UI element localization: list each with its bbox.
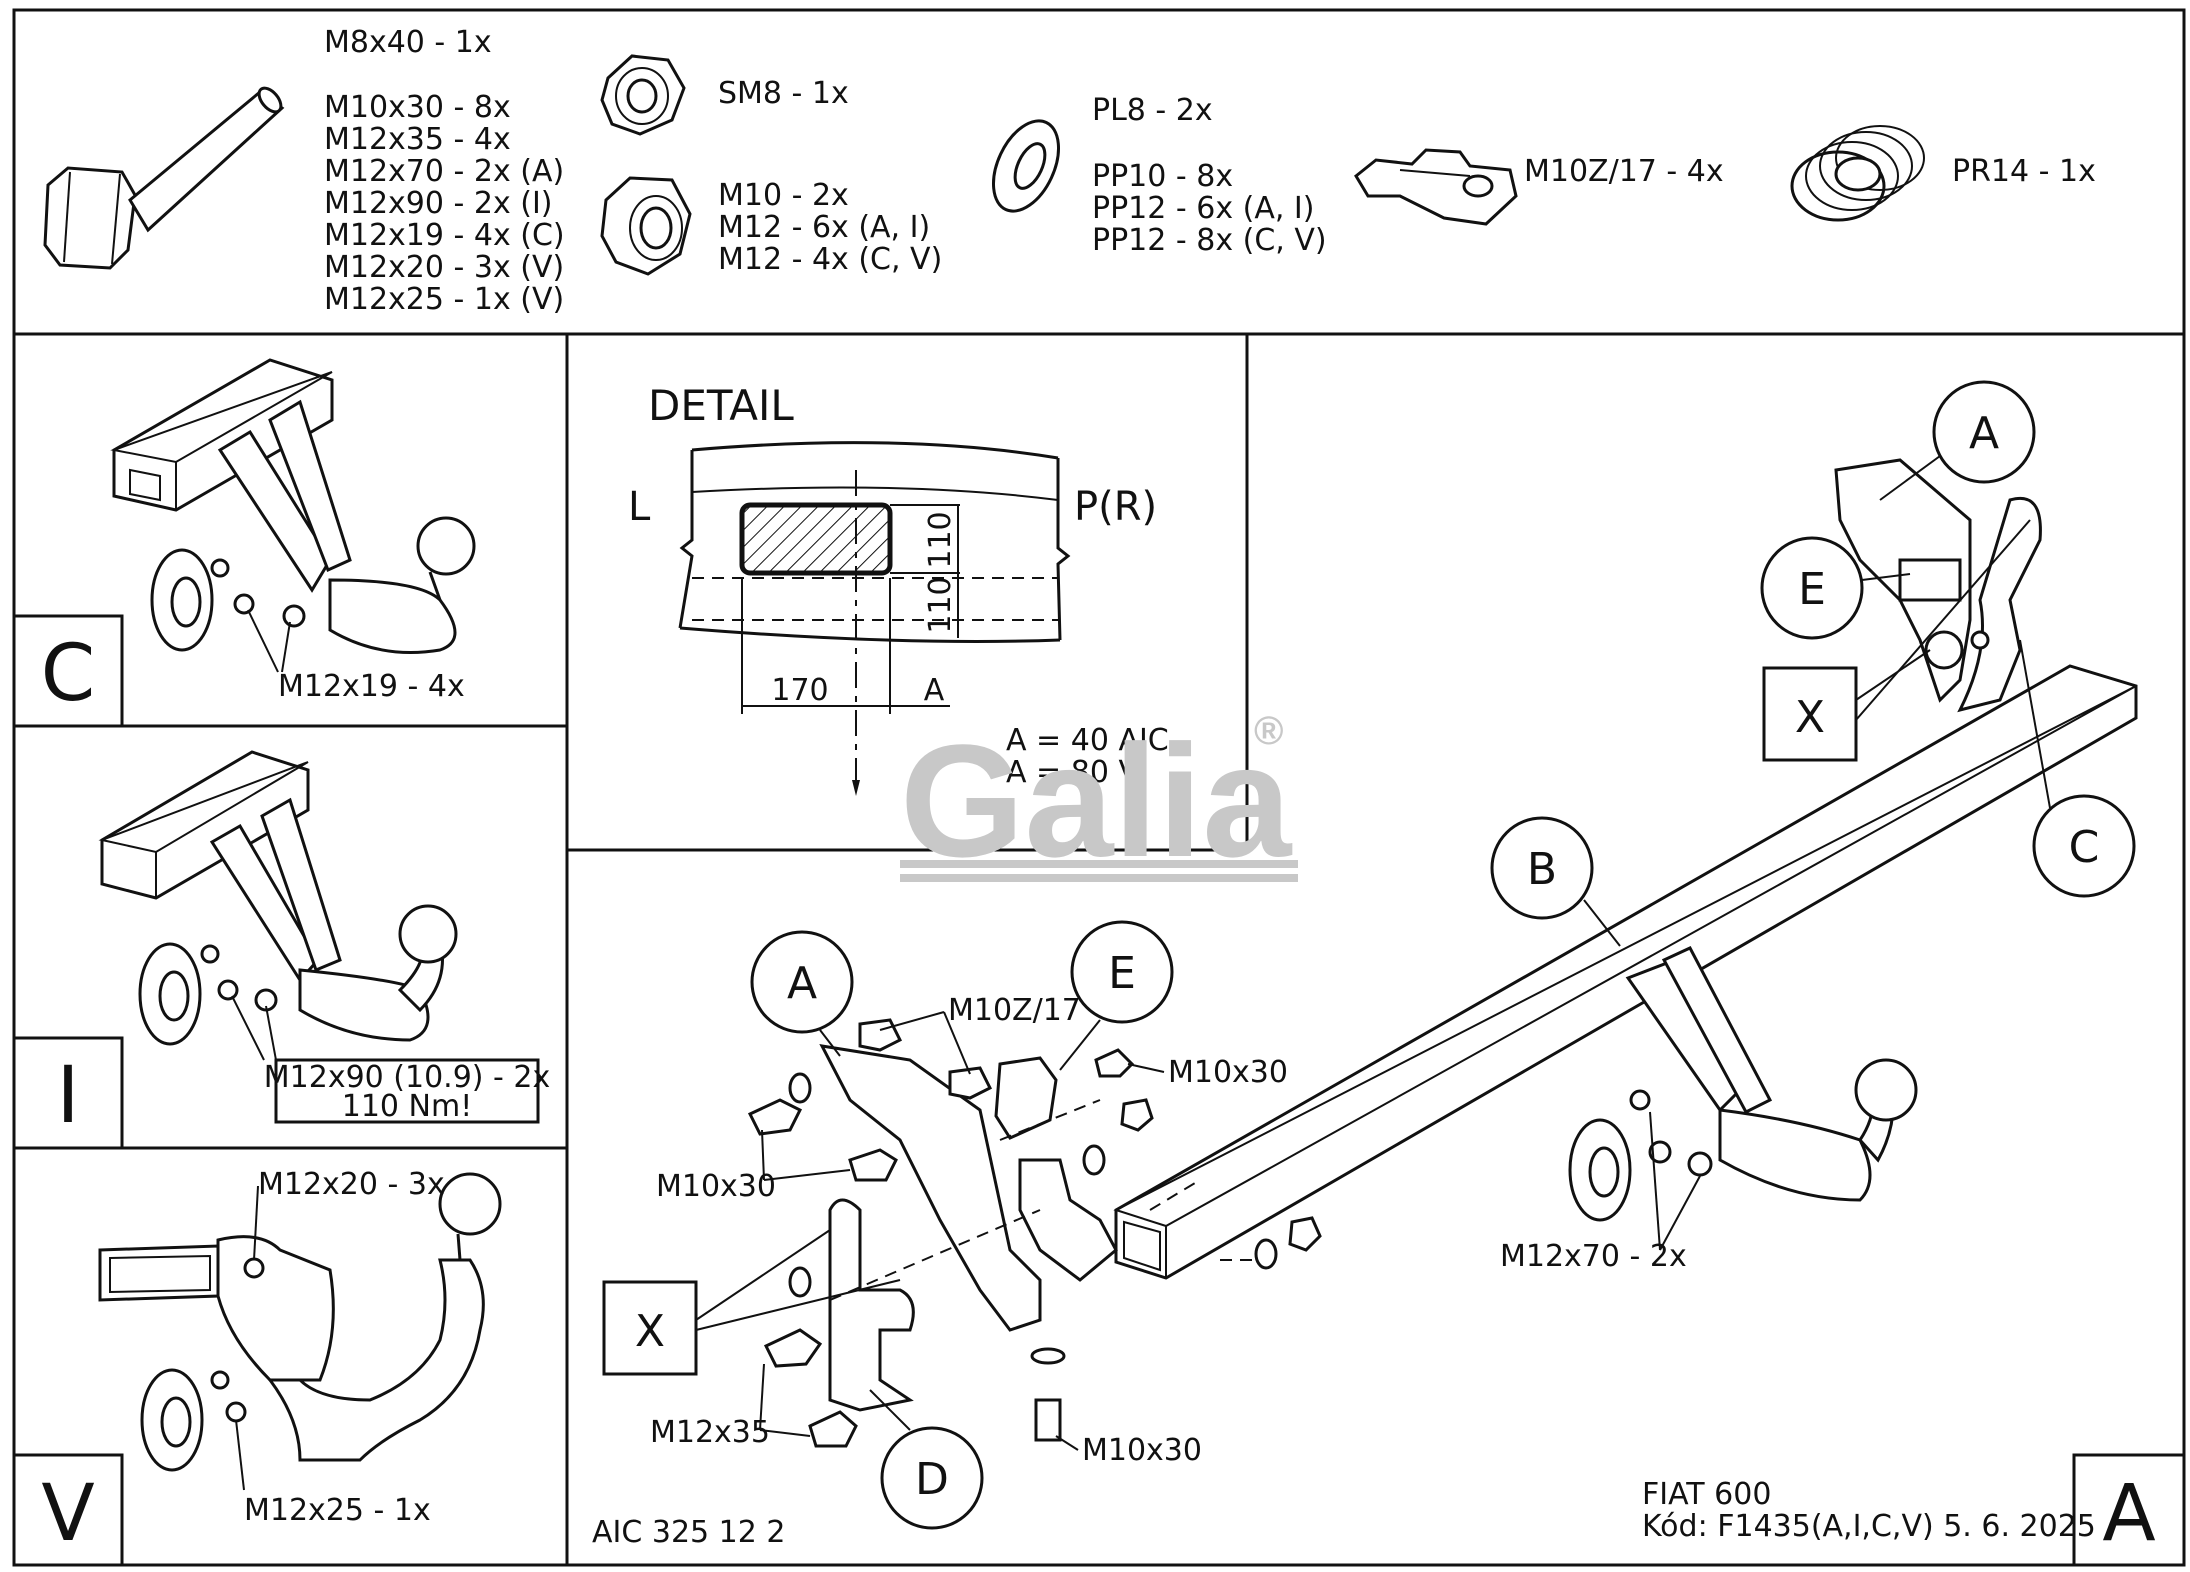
svg-text:M10x30 - 8x: M10x30 - 8x xyxy=(324,90,511,125)
variant-i-drawing xyxy=(98,750,458,1046)
detail-title: DETAIL xyxy=(648,381,794,430)
variant-i-letter: I xyxy=(56,1051,79,1141)
variant-v-letter: V xyxy=(41,1469,94,1559)
svg-text:PP12 - 6x (A, I): PP12 - 6x (A, I) xyxy=(1092,191,1314,226)
variant-v-bolt-label: M12x20 - 3x xyxy=(258,1167,445,1202)
svg-text:M8x40 - 1x: M8x40 - 1x xyxy=(324,25,492,60)
detail-a-value-1: A = 40 AIC xyxy=(1006,723,1169,758)
variant-c-bolt-label: M12x19 - 4x xyxy=(278,669,465,704)
label-m10z17: M10Z/17 xyxy=(948,993,1081,1028)
variant-v-drawing xyxy=(98,1172,502,1472)
callout-b: B xyxy=(1527,844,1557,895)
variant-i-bolt-label: M12x90 (10.9) - 2x xyxy=(264,1060,550,1095)
callout-d: D xyxy=(915,1454,949,1505)
bolt-list: M8x40 - 1x M10x30 - 8x M12x35 - 4x M12x7… xyxy=(324,25,565,317)
bolt-illustration xyxy=(43,86,285,270)
callout-x-right: X xyxy=(1795,692,1825,743)
detail-section-view xyxy=(678,441,1071,796)
svg-text:M12x25 - 1x (V): M12x25 - 1x (V) xyxy=(324,282,564,317)
nut-illustration xyxy=(600,176,692,276)
galia-logo: Galia ® xyxy=(900,709,1298,890)
callout-a-left: A xyxy=(787,958,817,1009)
detail-right-label: P(R) xyxy=(1074,484,1157,530)
svg-text:M12x35 - 4x: M12x35 - 4x xyxy=(324,122,511,157)
svg-text:M10 - 2x: M10 - 2x xyxy=(718,178,849,213)
detail-dim-v2: 110 xyxy=(923,576,958,633)
variant-c-letter: C xyxy=(41,629,95,719)
variant-i-torque-label: 110 Nm! xyxy=(342,1089,473,1124)
svg-text:M12x20 - 3x (V): M12x20 - 3x (V) xyxy=(324,250,564,285)
main-assembly-drawing xyxy=(747,458,2138,1448)
detail-dim-h2: A xyxy=(924,673,945,708)
sheet-variant-letter: A xyxy=(2102,1469,2155,1559)
washer-list: PL8 - 2x PP10 - 8x PP12 - 6x (A, I) PP12… xyxy=(1092,93,1327,258)
svg-text:M12x90 - 2x (I): M12x90 - 2x (I) xyxy=(324,186,553,221)
svg-text:PP10 - 8x: PP10 - 8x xyxy=(1092,159,1233,194)
svg-text:PL8 - 2x: PL8 - 2x xyxy=(1092,93,1213,128)
callout-e-right: E xyxy=(1798,564,1826,615)
detail-left-label: L xyxy=(628,484,651,530)
label-m10x30-bottom: M10x30 xyxy=(1082,1433,1202,1468)
callout-a-right: A xyxy=(1969,408,1999,459)
detail-frame xyxy=(565,332,1249,852)
nut-list: M10 - 2x M12 - 6x (A, I) M12 - 4x (C, V) xyxy=(718,178,942,277)
svg-text:M12 - 4x (C, V): M12 - 4x (C, V) xyxy=(718,242,942,277)
label-m10x30-right: M10x30 xyxy=(1168,1055,1288,1090)
self-lock-nut-label: SM8 - 1x xyxy=(718,76,849,111)
outer-frame xyxy=(12,8,2186,1567)
svg-text:M12x70 - 2x (A): M12x70 - 2x (A) xyxy=(324,154,564,189)
drawing-code: AIC 325 12 2 xyxy=(592,1515,785,1550)
spring-illustration xyxy=(1790,125,1925,222)
washer-illustration xyxy=(992,119,1060,213)
detail-dim-v1: 110 xyxy=(923,511,958,568)
self-lock-nut-illustration xyxy=(600,54,686,136)
cage-nut-illustration xyxy=(1354,148,1518,226)
svg-text:M12x19 - 4x (C): M12x19 - 4x (C) xyxy=(324,218,565,253)
spring-label: PR14 - 1x xyxy=(1952,154,2096,189)
svg-text:M12 - 6x (A, I): M12 - 6x (A, I) xyxy=(718,210,930,245)
label-m12x35: M12x35 xyxy=(650,1415,770,1450)
callout-x-left: X xyxy=(635,1306,665,1357)
label-m12x70: M12x70 - 2x xyxy=(1500,1239,1687,1274)
label-m10x30-left: M10x30 xyxy=(656,1169,776,1204)
variant-c-drawing xyxy=(110,358,476,654)
callout-c-right: C xyxy=(2069,822,2100,873)
detail-a-value-2: A = 80 V xyxy=(1006,755,1139,790)
vehicle-name: FIAT 600 xyxy=(1642,1477,1771,1512)
cage-nut-label: M10Z/17 - 4x xyxy=(1524,154,1724,189)
detail-dim-h1: 170 xyxy=(771,673,828,708)
svg-text:PP12 - 8x (C, V): PP12 - 8x (C, V) xyxy=(1092,223,1327,258)
svg-text:®: ® xyxy=(1254,709,1283,753)
product-code-date: Kód: F1435(A,I,C,V) 5. 6. 2025 xyxy=(1642,1509,2096,1544)
variant-v-bolt-label-2: M12x25 - 1x xyxy=(244,1493,431,1528)
callout-e-left: E xyxy=(1108,948,1136,999)
